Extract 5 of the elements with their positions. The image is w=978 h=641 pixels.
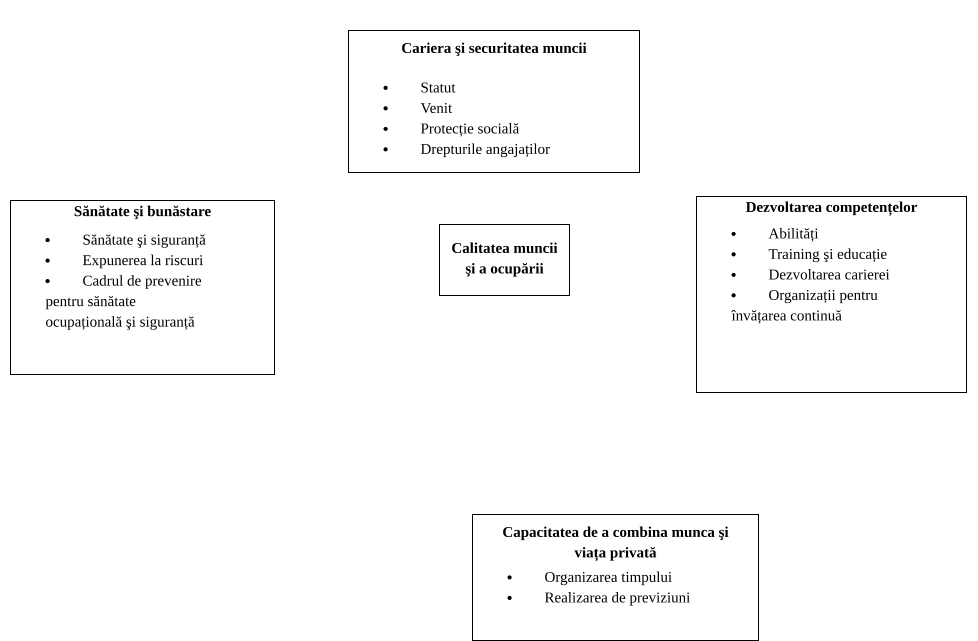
- text-box: Capacitatea de a combina munca şi viața privată Organizarea timpului Realizarea de previziuni: [472, 514, 759, 641]
- text-box: Dezvoltarea competențelor Abilități Training şi educație Dezvoltarea carierei Organizații pentru învățarea continuă: [696, 196, 967, 393]
- text-box: Sănătate şi bunăstare Sănătate şi siguranță Expunerea la riscuri Cadrul de prevenire pentru sănătate ocupațională şi siguranță: [10, 200, 275, 375]
- text-box: Cariera şi securitatea muncii Statut Venit Protecție socială Drepturile angajaților: [348, 30, 640, 173]
- text-box: Calitatea muncii şi a ocupării: [439, 224, 570, 296]
